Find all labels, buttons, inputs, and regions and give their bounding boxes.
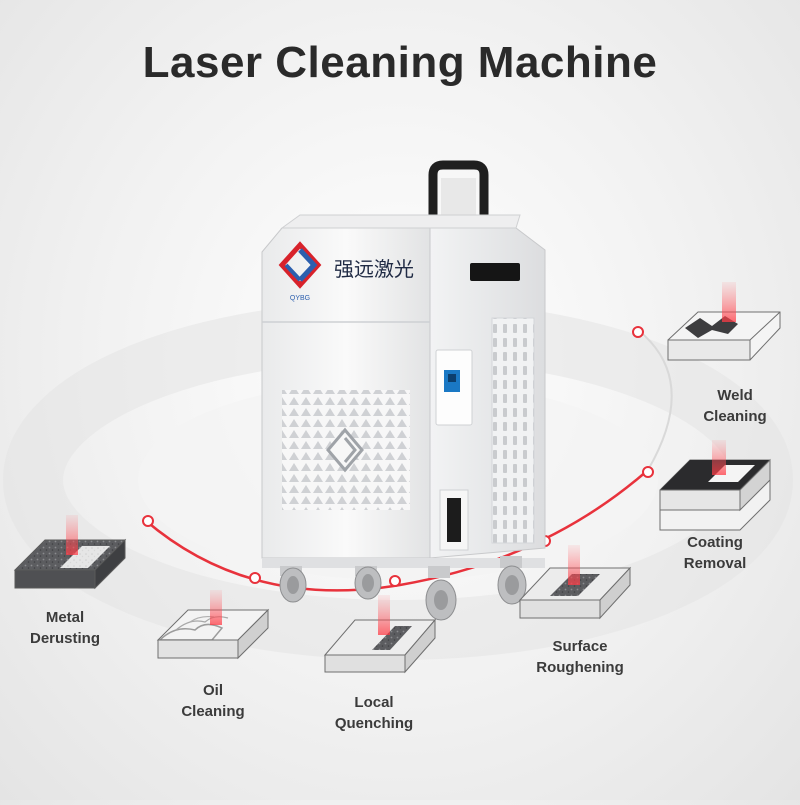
- machine-top: [280, 214, 521, 229]
- label-line: Weld: [717, 387, 753, 404]
- caster-wheel: [497, 556, 527, 605]
- orbit-grey-arc: [637, 329, 673, 471]
- port-slot: [447, 498, 461, 542]
- label-line: Derusting: [29, 630, 100, 647]
- label-line: Metal: [45, 609, 85, 626]
- label-line: Oil: [202, 682, 223, 699]
- label-coating-removal: Coating Removal: [670, 532, 760, 574]
- laser-cleaning-machine: QYBG 强远激光: [261, 160, 546, 621]
- label-surface-roughening: Surface Roughening: [530, 636, 630, 678]
- sample-metal-derusting: [13, 515, 127, 590]
- label-line: Coating: [687, 534, 743, 551]
- caster-wheel: [279, 566, 307, 603]
- sample-surface-roughening: [518, 545, 632, 620]
- sample-oil-cleaning: [156, 590, 270, 660]
- orbit-marker: [389, 575, 401, 587]
- label-weld-cleaning: Weld Cleaning: [690, 385, 780, 427]
- label-line: Cleaning: [181, 703, 245, 720]
- machine-base: [262, 558, 545, 568]
- brand-logo-icon: [278, 241, 322, 289]
- sample-local-quenching: [323, 595, 437, 674]
- label-line: Local: [354, 694, 394, 711]
- orbit-marker: [249, 572, 261, 584]
- orbit-marker: [142, 515, 154, 527]
- side-vent: [491, 317, 535, 544]
- orbit-marker: [632, 326, 644, 338]
- brand-name-cn: 强远激光: [334, 257, 414, 281]
- grille-logo-icon: [326, 427, 364, 473]
- side-display: [470, 263, 520, 281]
- sample-coating-removal: [659, 440, 771, 531]
- logo-small-text: QYBG: [290, 295, 310, 302]
- sample-weld-cleaning: [667, 282, 781, 361]
- label-local-quenching: Local Quenching: [328, 692, 420, 734]
- switch-toggle: [448, 374, 456, 382]
- caster-wheel: [425, 566, 457, 621]
- label-line: Cleaning: [703, 408, 767, 425]
- label-line: Roughening: [536, 659, 624, 676]
- label-line: Quenching: [334, 715, 414, 732]
- orbit-red-arc: [144, 469, 649, 592]
- label-line: Removal: [683, 555, 747, 572]
- label-oil-cleaning: Oil Cleaning: [168, 680, 258, 722]
- label-metal-derusting: Metal Derusting: [20, 607, 110, 649]
- orbit-marker: [642, 466, 654, 478]
- caster-wheel: [354, 566, 382, 600]
- trolley-handle: [428, 160, 489, 245]
- label-line: Surface: [552, 638, 608, 655]
- page-title: Laser Cleaning Machine: [142, 38, 658, 87]
